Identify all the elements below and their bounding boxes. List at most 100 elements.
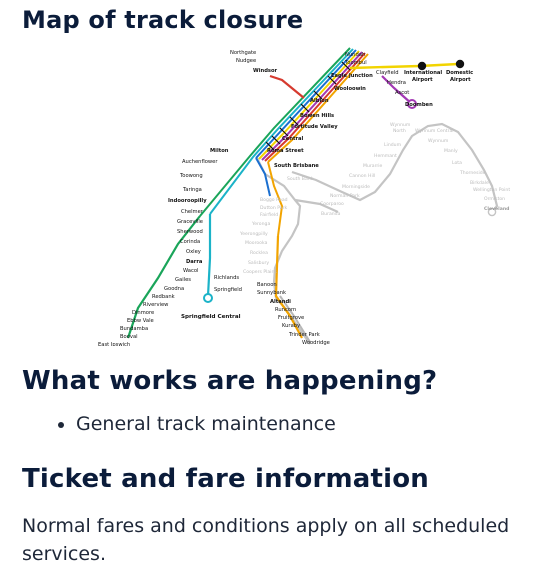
line-red-north: [269, 74, 305, 99]
svg-text:Richlands: Richlands: [214, 275, 239, 281]
svg-text:Moorooka: Moorooka: [245, 240, 268, 246]
svg-text:Roma Street: Roma Street: [267, 148, 304, 154]
svg-text:Wellington Point: Wellington Point: [473, 187, 510, 193]
svg-text:Booval: Booval: [120, 334, 138, 340]
svg-text:Windsor: Windsor: [253, 68, 278, 74]
svg-text:Ebbw Vale: Ebbw Vale: [127, 318, 154, 324]
svg-text:Northgate: Northgate: [230, 50, 256, 56]
line-springfield: [206, 214, 212, 297]
svg-text:Salisbury: Salisbury: [248, 260, 269, 266]
svg-text:South Bank: South Bank: [287, 176, 314, 182]
svg-text:Nundah: Nundah: [345, 52, 365, 58]
svg-text:Hendra: Hendra: [387, 80, 406, 86]
svg-text:Coopers Plains: Coopers Plains: [243, 269, 277, 275]
springfield-central-marker: [203, 293, 213, 303]
map-heading: Map of track closure: [22, 6, 304, 34]
svg-text:Boggo Road: Boggo Road: [260, 197, 288, 203]
svg-text:Wacol: Wacol: [183, 268, 198, 274]
svg-text:Thorneside: Thorneside: [459, 170, 486, 176]
svg-text:Murarrie: Murarrie: [363, 163, 383, 169]
svg-text:Redbank: Redbank: [152, 294, 175, 300]
svg-text:Fortitude Valley: Fortitude Valley: [291, 124, 338, 130]
svg-text:Wynnum: Wynnum: [428, 138, 449, 144]
closed-labels: Wynnum North Wynnum Central Wynnum Manly…: [239, 122, 510, 275]
svg-text:Dutton Park: Dutton Park: [260, 205, 288, 211]
svg-text:International: International: [404, 70, 442, 76]
svg-text:Lindum: Lindum: [384, 142, 402, 148]
svg-text:Kuraby: Kuraby: [282, 323, 300, 329]
svg-text:Yeerongpilly: Yeerongpilly: [239, 231, 268, 237]
svg-text:Manly: Manly: [444, 148, 458, 154]
svg-text:Ormiston: Ormiston: [484, 196, 505, 202]
line-red: [264, 52, 366, 162]
line-purple: [261, 51, 363, 161]
line-ipswich: [126, 215, 201, 339]
svg-text:Bowen Hills: Bowen Hills: [300, 113, 334, 119]
svg-text:East Ipswich: East Ipswich: [98, 342, 130, 346]
trunk-station-ticks: [265, 61, 351, 151]
svg-text:Dinmore: Dinmore: [132, 310, 154, 316]
line-yellow: [258, 50, 360, 160]
svg-text:Birkdale: Birkdale: [470, 180, 489, 186]
line-grey-south: [279, 295, 311, 343]
svg-text:Corinda: Corinda: [180, 239, 200, 245]
svg-text:Morningside: Morningside: [342, 184, 370, 190]
svg-text:Ascot: Ascot: [395, 90, 409, 96]
line-beenleigh: [274, 235, 303, 339]
svg-text:Airport: Airport: [450, 77, 471, 83]
line-green: [199, 47, 351, 217]
svg-text:Taringa: Taringa: [182, 187, 202, 193]
svg-text:Lota: Lota: [452, 160, 462, 166]
line-blue: [255, 49, 357, 159]
svg-text:North: North: [393, 128, 406, 134]
airport-domestic-marker: [455, 59, 465, 69]
station-marker-cleveland: [487, 207, 497, 217]
svg-text:Doomben: Doomben: [405, 102, 433, 108]
svg-text:Altandi: Altandi: [270, 299, 291, 305]
svg-text:Airport: Airport: [412, 77, 433, 83]
svg-text:Banoon: Banoon: [257, 282, 277, 288]
track-closure-map: Nundah Toombul Northgate Nudgee Windsor …: [60, 46, 510, 346]
works-heading: What works are happening?: [22, 366, 438, 396]
active-lines: [126, 47, 459, 343]
svg-text:Gailes: Gailes: [175, 277, 191, 283]
svg-text:Wooloowin: Wooloowin: [334, 86, 366, 92]
active-labels: Nundah Toombul Northgate Nudgee Windsor …: [98, 50, 473, 346]
svg-text:Springfield: Springfield: [214, 287, 242, 293]
svg-text:Fairfield: Fairfield: [260, 212, 278, 218]
svg-text:Graceville: Graceville: [177, 219, 203, 225]
line-orange-city: [267, 161, 284, 237]
svg-text:Bundamba: Bundamba: [120, 326, 148, 332]
svg-text:Cleveland: Cleveland: [484, 206, 509, 212]
svg-text:Riverview: Riverview: [143, 302, 169, 308]
svg-text:Hemmant: Hemmant: [374, 153, 397, 159]
svg-text:Domestic: Domestic: [446, 70, 473, 76]
svg-text:Milton: Milton: [210, 148, 229, 154]
svg-text:Fruitgrove: Fruitgrove: [278, 315, 304, 321]
svg-text:Eagle Junction: Eagle Junction: [331, 73, 373, 79]
closed-line-south: [256, 157, 311, 345]
svg-text:Oxley: Oxley: [186, 249, 201, 255]
ticket-heading: Ticket and fare information: [22, 464, 430, 494]
svg-text:Buranda: Buranda: [321, 211, 341, 217]
closed-line-spur: [294, 198, 339, 214]
line-teal: [209, 48, 354, 215]
svg-text:Norman Park: Norman Park: [330, 193, 360, 199]
doomben-marker: [407, 99, 417, 109]
svg-text:Wynnum Central: Wynnum Central: [415, 128, 454, 134]
closed-line-cleveland: [291, 122, 499, 213]
svg-text:Wynnum: Wynnum: [390, 122, 411, 128]
works-list: General track maintenance: [56, 410, 336, 438]
svg-text:Sherwood: Sherwood: [177, 229, 203, 235]
svg-text:Goodna: Goodna: [164, 286, 184, 292]
svg-text:Rocklea: Rocklea: [250, 250, 268, 256]
line-orange: [267, 53, 369, 163]
closed-lines: [256, 122, 499, 345]
line-blue-city: [255, 157, 271, 197]
closed-station-markers: [487, 207, 497, 217]
svg-text:Sunnybank: Sunnybank: [257, 290, 286, 296]
line-doomben: [381, 75, 413, 105]
svg-text:South Brisbane: South Brisbane: [274, 163, 319, 169]
svg-text:Coorparoo: Coorparoo: [320, 201, 344, 207]
list-item: General track maintenance: [76, 410, 336, 438]
